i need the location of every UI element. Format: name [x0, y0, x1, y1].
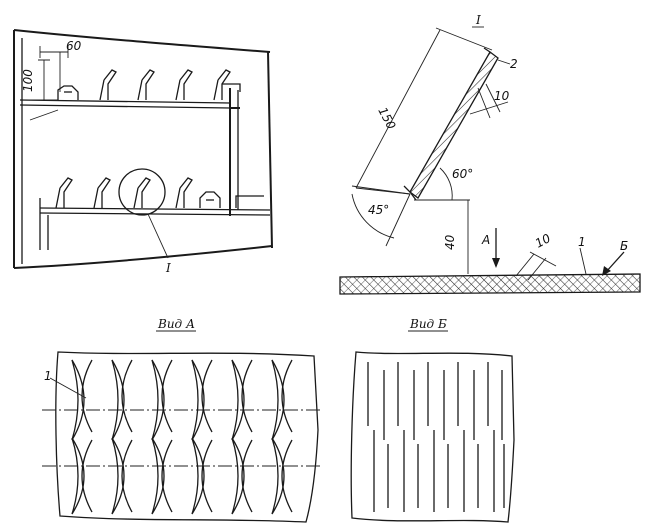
angle-60-label: 60° [452, 167, 473, 181]
upper-lamellas [99, 69, 231, 101]
upper-gutter [57, 85, 79, 100]
angle-60-arc [439, 167, 453, 201]
arrow-b [605, 251, 625, 273]
detail-title: I [475, 13, 481, 27]
callout-1-detail-label: 1 [578, 235, 586, 249]
view-b-sheet [350, 351, 515, 523]
view-b-title: Вид Б [409, 317, 447, 331]
view-a-title: Вид А [157, 317, 195, 331]
dim-150-label: 150 [375, 105, 398, 132]
dim-100-label: 100 [21, 69, 35, 92]
angle-45-arc [351, 193, 395, 239]
channel-cap [222, 83, 241, 92]
upper-plate-top [19, 99, 231, 104]
dim-40-label: 40 [443, 234, 457, 250]
dim-60-label: 60 [66, 39, 82, 53]
housing-bottom-edge [13, 245, 273, 269]
view-a: Вид А 1 [42, 317, 320, 523]
detail-leader [147, 213, 169, 259]
view-a-sheet [55, 351, 319, 523]
lower-plate-top [39, 207, 271, 211]
dim-150-line [355, 29, 441, 189]
view-b-slots [367, 362, 505, 512]
arrow-b-label: Б [620, 239, 628, 253]
arrow-a-label: A [481, 233, 490, 247]
dim-10-top-line [469, 101, 509, 115]
lower-plate-bottom [39, 212, 271, 216]
inclined-lamella [409, 51, 499, 199]
dim-10-bottom-line [529, 251, 557, 267]
view-a-callout-1: 1 [44, 369, 52, 383]
dim-10-top-label: 10 [494, 89, 510, 103]
view-a-perforations [71, 359, 293, 515]
detail-callout-circle [118, 168, 166, 216]
dim-100-line [38, 59, 50, 101]
housing-right-wall [267, 51, 273, 249]
section-view: I 60 100 [13, 29, 273, 275]
dim-10-bottom-label: 10 [533, 231, 553, 251]
detail-view: I 2 150 10 60° 45° 40 A [339, 13, 641, 295]
callout-2-label: 2 [510, 57, 518, 71]
dim-60-line [39, 46, 69, 58]
view-b: Вид Б [350, 317, 515, 523]
lower-gutter [199, 191, 221, 208]
angle-45-label: 45° [368, 203, 389, 217]
detail-callout-label: I [165, 261, 171, 275]
upper-plate-bottom [19, 104, 231, 109]
lower-lamellas [55, 177, 193, 209]
housing-top-edge [13, 29, 271, 53]
